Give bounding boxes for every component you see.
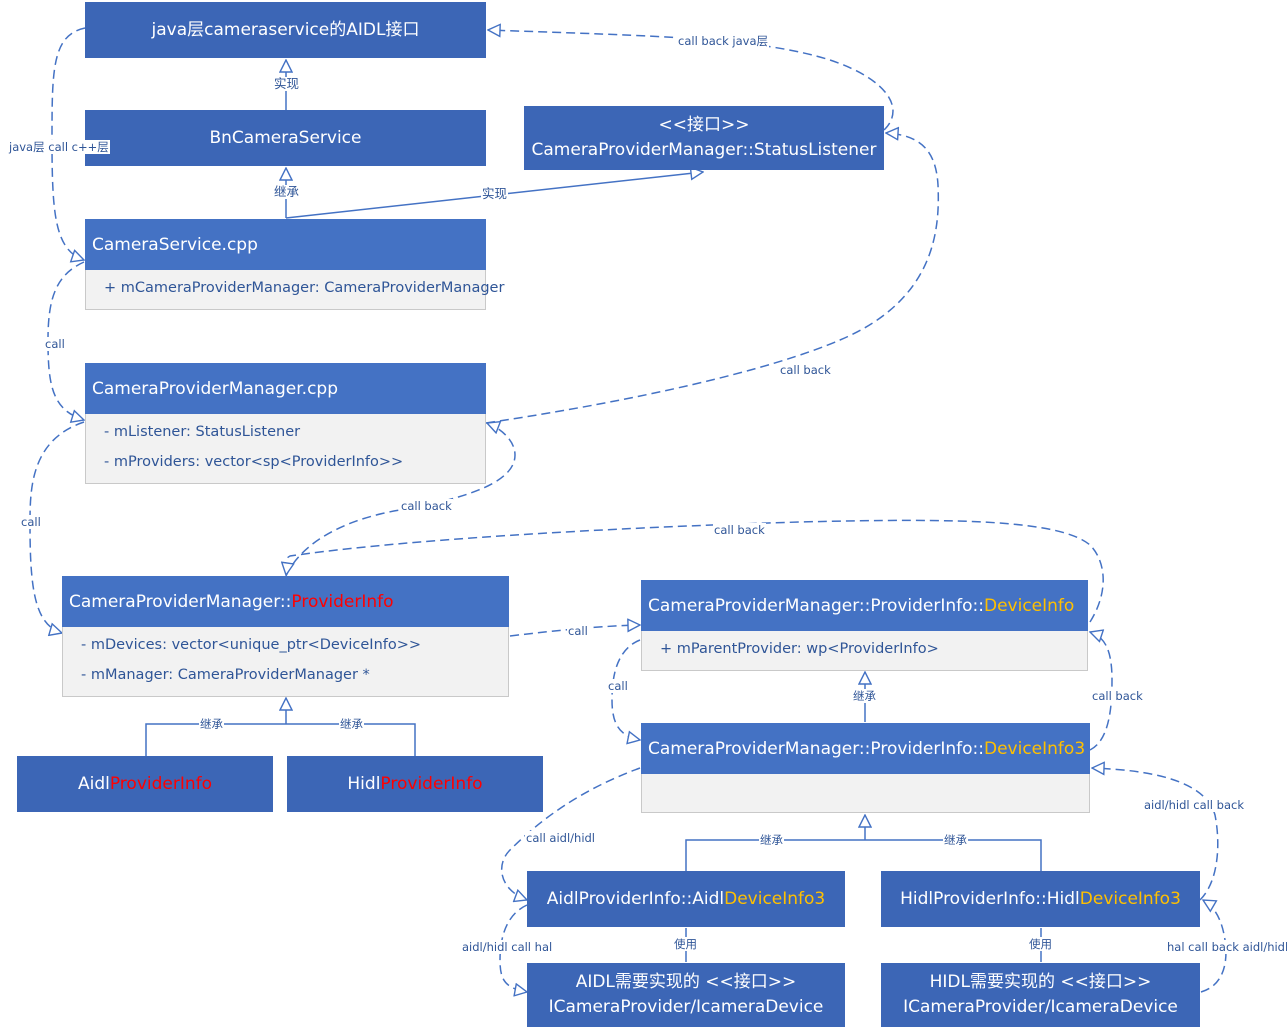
aidl-java-interface-label: java层cameraservice的AIDL接口 — [151, 19, 420, 40]
cameraservice-class-header: CameraService.cpp — [85, 219, 486, 270]
aidl-providerinfo-highlight: ProviderInfo — [109, 773, 213, 794]
bncameraservice-label: BnCameraService — [209, 127, 362, 148]
cameraservice-member: + mCameraProviderManager: CameraProvider… — [104, 280, 505, 296]
deviceinfo-class-title-highlight: DeviceInfo — [984, 595, 1075, 616]
label-call-cpm-pi: call — [20, 515, 42, 529]
hidl-providerinfo-box: HidlProviderInfo — [287, 756, 543, 812]
aidl-providerinfo-prefix: Aidl — [77, 773, 110, 794]
deviceinfo3-class: CameraProviderManager::ProviderInfo::Dev… — [641, 723, 1090, 813]
label-hal-callback: hal call back aidl/hidl — [1166, 940, 1287, 954]
cpm-class-body: - mListener: StatusListener - mProviders… — [85, 414, 486, 484]
label-inherit-aidl-di3: 继承 — [759, 833, 784, 847]
inherit-aidldi3-to-di3 — [685, 839, 1042, 871]
label-aidl-hidl-call-hal: aidl/hidl call hal — [461, 940, 554, 954]
call-aidldi3-to-hal — [499, 904, 527, 992]
deviceinfo-class: CameraProviderManager::ProviderInfo::Dev… — [641, 580, 1088, 671]
cpm-class-header: CameraProviderManager.cpp — [85, 363, 486, 414]
deviceinfo-class-body: + mParentProvider: wp<ProviderInfo> — [641, 631, 1088, 671]
hidl-providerinfo-prefix: Hidl — [347, 773, 381, 794]
label-callback-pi-cpm: call back — [400, 499, 453, 513]
hidl-deviceinfo3-box: HidlProviderInfo::HidlDeviceInfo3 — [881, 871, 1200, 927]
cpm-class-title: CameraProviderManager.cpp — [92, 378, 338, 399]
aidl-interface-box: AIDL需要实现的 <<接口>> ICameraProvider/Icamera… — [527, 963, 845, 1027]
callback-pi-to-cpm — [285, 423, 516, 577]
label-use-hidl: 使用 — [1028, 937, 1053, 951]
cameraservice-class-title: CameraService.cpp — [92, 234, 258, 255]
deviceinfo-member-parent: + mParentProvider: wp<ProviderInfo> — [660, 641, 939, 657]
cameraservice-class: CameraService.cpp + mCameraProviderManag… — [85, 219, 504, 310]
label-inherit-cameraservice: 继承 — [273, 184, 301, 199]
cpm-member-listener: - mListener: StatusListener — [104, 424, 301, 440]
label-inherit-hidl-pi: 继承 — [339, 717, 364, 731]
status-listener-name: CameraProviderManager::StatusListener — [531, 140, 877, 160]
hidl-interface-line1: HIDL需要实现的 <<接口>> — [929, 972, 1152, 992]
label-call-aidl-hidl: call aidl/hidl — [525, 831, 597, 845]
label-callback-cpm-listener: call back — [779, 363, 832, 377]
aidl-providerinfo-box: AidlProviderInfo — [17, 756, 273, 812]
callback-hidldi3-to-di3 — [1092, 768, 1219, 901]
label-call-cameraservice-cpm: call — [44, 337, 66, 351]
label-inherit-di3: 继承 — [852, 689, 877, 703]
cpm-member-providers: - mProviders: vector<sp<ProviderInfo>> — [104, 454, 404, 470]
cpm-class: CameraProviderManager.cpp - mListener: S… — [85, 363, 486, 484]
deviceinfo-class-title-prefix: CameraProviderManager::ProviderInfo:: — [648, 595, 984, 616]
inherit-aidlpi-to-pi — [145, 723, 416, 756]
hidl-interface-line2: ICameraProvider/IcameraDevice — [903, 997, 1178, 1017]
label-call-di-di3: call — [607, 679, 629, 693]
providerinfo-class-body: - mDevices: vector<unique_ptr<DeviceInfo… — [62, 627, 509, 697]
providerinfo-class-title-prefix: CameraProviderManager:: — [69, 591, 292, 612]
status-listener-box: <<接口>> CameraProviderManager::StatusList… — [524, 106, 884, 170]
providerinfo-member-manager: - mManager: CameraProviderManager * — [81, 667, 370, 683]
aidl-interface-line2: ICameraProvider/IcameraDevice — [548, 997, 824, 1017]
label-inherit-aidl-pi: 继承 — [199, 717, 224, 731]
hidl-providerinfo-highlight: ProviderInfo — [380, 773, 483, 794]
aidl-deviceinfo3-highlight: DeviceInfo3 — [724, 888, 826, 909]
deviceinfo-class-header: CameraProviderManager::ProviderInfo::Dev… — [641, 580, 1088, 631]
label-callback-di-pi: call back — [713, 523, 766, 537]
cameraservice-class-body: + mCameraProviderManager: CameraProvider… — [85, 270, 504, 310]
call-di3-to-aidldi3 — [500, 767, 641, 900]
providerinfo-class-header: CameraProviderManager::ProviderInfo — [62, 576, 509, 627]
hidl-interface-box: HIDL需要实现的 <<接口>> ICameraProvider/Icamera… — [881, 963, 1200, 1027]
callback-di3-to-di — [1090, 632, 1113, 751]
providerinfo-class: CameraProviderManager::ProviderInfo - mD… — [62, 576, 509, 697]
label-java-call-cpp: java层 call c++层 — [8, 140, 110, 154]
call-di-to-di3 — [611, 639, 640, 740]
label-impl-listener: 实现 — [481, 186, 509, 201]
bncameraservice-box: BnCameraService — [85, 110, 486, 166]
label-call-pi-di: call — [567, 624, 589, 638]
deviceinfo3-class-title-highlight: DeviceInfo3 — [984, 738, 1086, 759]
callback-di-to-pi — [285, 519, 1104, 623]
label-impl-bn: 实现 — [273, 76, 301, 91]
callback-listener-to-java — [488, 30, 894, 131]
hidl-deviceinfo3-highlight: DeviceInfo3 — [1079, 888, 1181, 909]
deviceinfo3-class-header: CameraProviderManager::ProviderInfo::Dev… — [641, 723, 1090, 774]
hidl-deviceinfo3-prefix: HidlProviderInfo::Hidl — [900, 888, 1080, 909]
aidl-deviceinfo3-prefix: AidlProviderInfo::Aidl — [546, 888, 725, 909]
providerinfo-class-title-highlight: ProviderInfo — [291, 591, 394, 612]
label-inherit-hidl-di3: 继承 — [943, 833, 968, 847]
label-callback-java: call back java层 — [677, 34, 769, 48]
call-pi-to-di — [509, 625, 640, 637]
deviceinfo3-class-title-prefix: CameraProviderManager::ProviderInfo:: — [648, 738, 984, 759]
label-callback-di3-di: call back — [1091, 689, 1144, 703]
aidl-interface-line1: AIDL需要实现的 <<接口>> — [575, 972, 797, 992]
label-use-aidl: 使用 — [673, 937, 698, 951]
providerinfo-member-devices: - mDevices: vector<unique_ptr<DeviceInfo… — [81, 637, 422, 653]
aidl-java-interface-box: java层cameraservice的AIDL接口 — [85, 2, 486, 58]
label-aidl-hidl-callback: aidl/hidl call back — [1143, 798, 1245, 812]
status-listener-stereotype: <<接口>> — [658, 115, 750, 135]
deviceinfo3-class-body — [641, 774, 1090, 813]
aidl-deviceinfo3-box: AidlProviderInfo::AidlDeviceInfo3 — [527, 871, 845, 927]
callback-cpm-to-listener — [485, 133, 940, 424]
